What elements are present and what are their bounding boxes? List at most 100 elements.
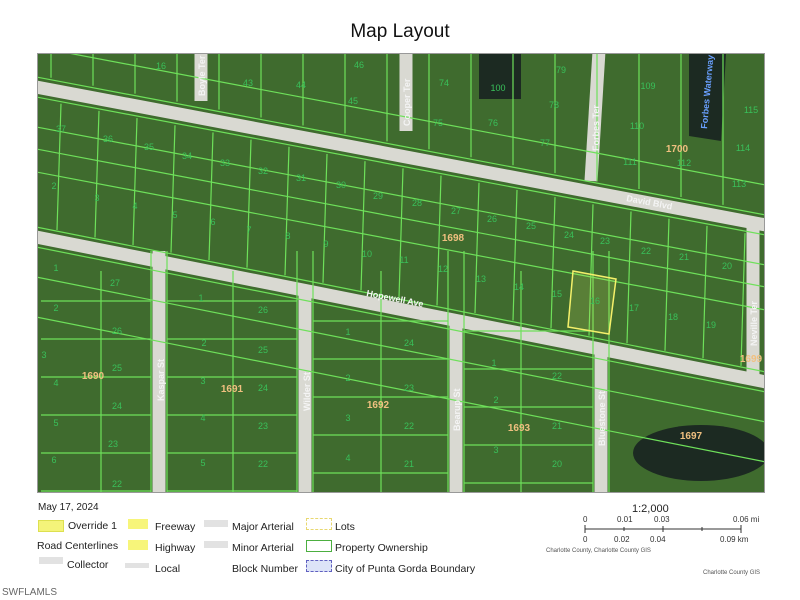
property-ownership-lines [38, 54, 764, 492]
legend-minor-arterial: Minor Arterial [232, 542, 294, 554]
lot-number: 2 [53, 303, 58, 313]
lot-number: 21 [404, 459, 414, 469]
lot-number: 26 [487, 214, 497, 224]
lot-number: 109 [640, 81, 655, 91]
lot-number: 25 [112, 363, 122, 373]
lot-number: 24 [112, 401, 122, 411]
lot-number: 29 [373, 191, 383, 201]
lot-number: 2 [345, 373, 350, 383]
mi-tick: 0.01 [617, 515, 633, 524]
lot-number: 28 [412, 198, 422, 208]
lot-number: 8 [285, 231, 290, 241]
legend-block-number: Block Number [232, 563, 298, 575]
mi-tick: 0.06 mi [733, 515, 760, 524]
road-forbes-ter [584, 54, 606, 182]
lot-number: 4 [53, 378, 58, 388]
lot-number: 24 [404, 338, 414, 348]
legend-highway: Highway [155, 542, 196, 554]
lot-number: 23 [258, 421, 268, 431]
parcel-line [38, 76, 764, 216]
km-tick: 0.04 [650, 535, 666, 544]
map-date: May 17, 2024 [38, 502, 99, 513]
minor-arterial-swatch [204, 541, 228, 548]
block-number: 1700 [666, 144, 689, 155]
parcel-line [740, 233, 746, 366]
parcel-line [246, 139, 252, 268]
lot-number: 7 [246, 225, 251, 235]
lot-number: 20 [552, 459, 562, 469]
parcel-line [38, 246, 764, 393]
lot-number: 22 [552, 371, 562, 381]
lot-number: 33 [220, 158, 230, 168]
parcel-line [702, 225, 708, 359]
legend-major-arterial: Major Arterial [232, 521, 294, 533]
street-label-forbes-ter: Forbes Ter [591, 105, 601, 151]
lot-number: 14 [514, 282, 524, 292]
lot-number: 1 [491, 358, 496, 368]
legend-freeway: Freeway [155, 521, 196, 533]
lot-number: 12 [438, 264, 448, 274]
lot-number: 78 [549, 100, 559, 110]
lot-number: 3 [94, 193, 99, 203]
lot-number: 77 [540, 138, 550, 148]
lots-swatch [306, 518, 332, 530]
lot-number: 22 [641, 246, 651, 256]
road-david-blvd [38, 80, 764, 232]
parcel-line [436, 175, 442, 306]
freeway-swatch [128, 519, 148, 529]
watermark: SWFLAMLS [2, 587, 58, 598]
lot-number: 45 [348, 96, 358, 106]
lot-number: 16 [156, 61, 166, 71]
lot-number: 3 [345, 413, 350, 423]
lot-number: 24 [564, 230, 574, 240]
lot-number: 75 [433, 118, 443, 128]
lot-number: 23 [404, 383, 414, 393]
lot-number: 114 [736, 143, 750, 153]
parcel-line [208, 132, 214, 261]
lot-number: 4 [200, 413, 205, 423]
parcel-line [322, 153, 328, 283]
km-tick: 0 [583, 535, 588, 544]
lot-number: 79 [556, 65, 566, 75]
parcel-line [284, 146, 290, 276]
forbes-waterway [689, 54, 726, 141]
parcel-line [38, 126, 764, 266]
lot-number: 20 [722, 261, 732, 271]
lot-number: 9 [323, 239, 328, 249]
street-label-wilder-st: Wilder St [302, 372, 312, 411]
page-title: Map Layout [350, 21, 450, 42]
lot-number: 2 [201, 338, 206, 348]
mi-tick: 0.03 [654, 515, 670, 524]
major-arterial-swatch [204, 520, 228, 527]
highlighted-lot[interactable] [567, 270, 617, 335]
legend-road-centerlines: Road Centerlines [37, 540, 119, 552]
lot-number: 37 [56, 124, 66, 134]
lot-number: 6 [210, 217, 215, 227]
lot-number: 32 [258, 166, 268, 176]
block-number: 1692 [367, 400, 390, 411]
km-tick: 0.09 km [720, 535, 749, 544]
scale-line [584, 525, 742, 533]
block-number: 1698 [442, 233, 465, 244]
block-number: 1693 [508, 423, 531, 434]
legend-override: Override 1 [68, 520, 118, 532]
lot-number: 22 [112, 479, 122, 489]
lot-number: 46 [354, 60, 364, 70]
lot-number: 25 [526, 221, 536, 231]
lot-number: 22 [404, 421, 414, 431]
parcel-line [398, 168, 404, 298]
street-label-bearup-st: Bearup St [452, 388, 462, 431]
parcel-line [170, 125, 176, 253]
lot-number: 115 [744, 105, 758, 115]
parcel-line [38, 96, 764, 236]
block-number: 1690 [82, 371, 105, 382]
lot-number: 10 [362, 249, 372, 259]
lot-number: 113 [732, 179, 746, 189]
street-label-kaspar-st: Kaspar St [156, 359, 166, 401]
lot-number: 5 [172, 210, 177, 220]
lot-number: 34 [182, 151, 192, 161]
legend-lots: Lots [335, 521, 355, 533]
